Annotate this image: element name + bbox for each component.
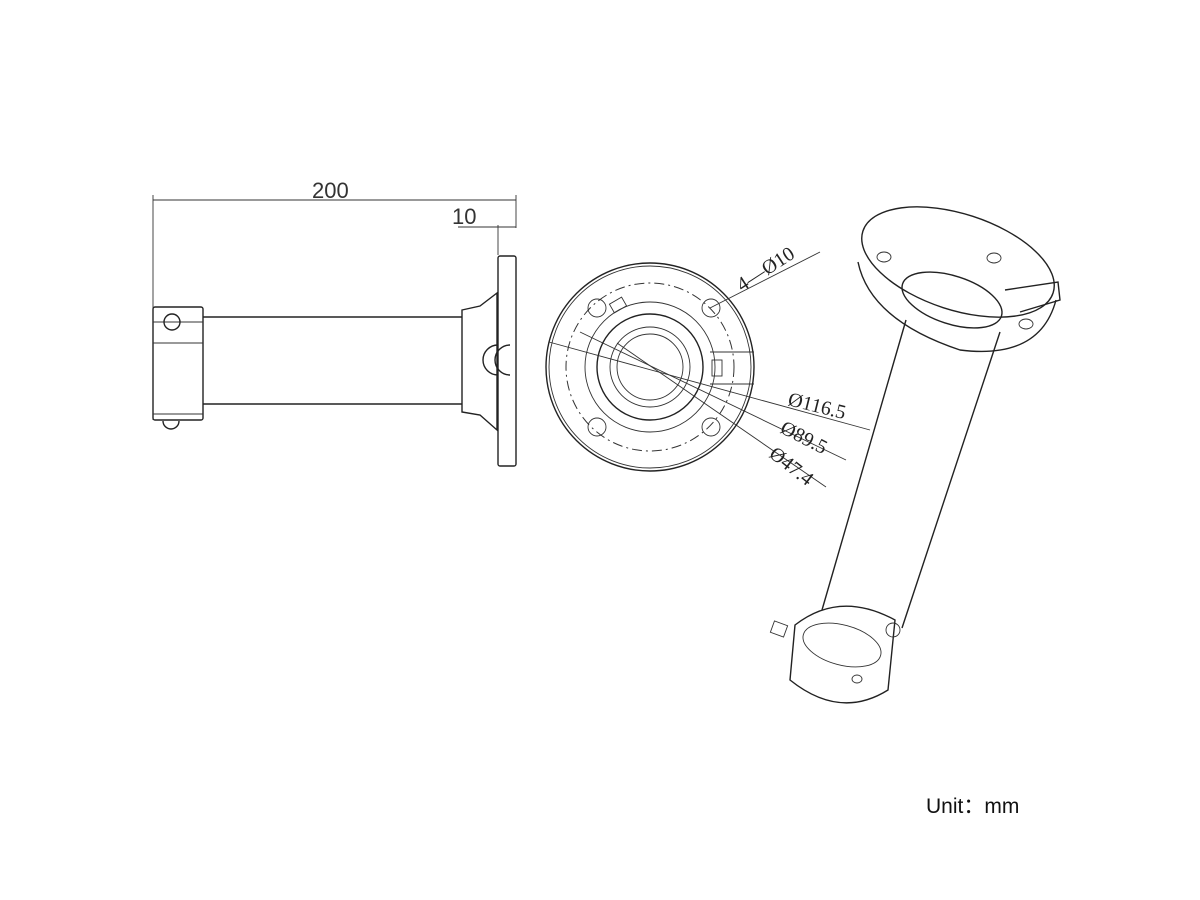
diameter-label: Ø116.5 [786, 389, 848, 425]
collar [152, 306, 204, 421]
leader-hole [709, 251, 821, 309]
side-view: 200 10 [152, 178, 517, 467]
iso-collar [789, 605, 896, 704]
dim-10-label: 10 [452, 204, 476, 229]
front-view: 4—Ø10 Ø116.5 Ø89.5 Ø47.4 [545, 243, 871, 490]
dim-200-label: 200 [312, 178, 349, 203]
mounting-hole [701, 298, 721, 318]
isometric-view [769, 206, 1061, 704]
iso-flange [861, 206, 1055, 318]
unit-label: Unit：mm [926, 795, 1020, 818]
screw-icon [163, 313, 181, 331]
hole-callout: 4—Ø10 [733, 243, 799, 297]
mounting-hole [587, 298, 607, 318]
mounting-hole [587, 417, 607, 437]
mounting-hole [701, 417, 721, 437]
flange [497, 255, 517, 467]
flange-outline [545, 262, 755, 472]
